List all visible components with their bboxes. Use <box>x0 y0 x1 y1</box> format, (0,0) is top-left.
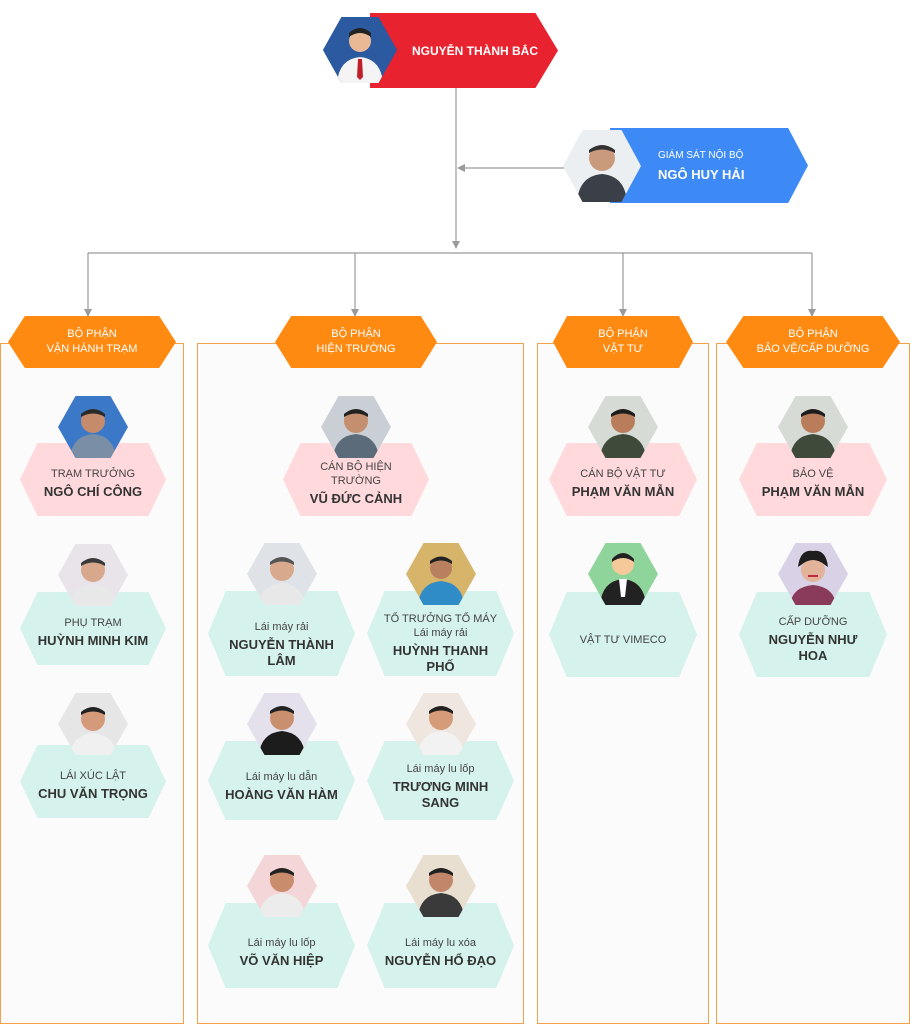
card-role: Lái máy lu xóa <box>405 937 476 949</box>
card-role: CÁN BỘ VẬT TƯ <box>580 468 666 480</box>
avatar-tram-truong <box>58 396 128 458</box>
card-nguyen-lam: Lái máy rải NGUYỄN THÀNH LÂM <box>208 591 355 676</box>
card-role: TỔ TRƯỞNG TỔ MÁY <box>383 613 498 625</box>
card-role: Lái máy lu dẫn <box>245 771 318 783</box>
card-role: Lái máy lu lốp <box>247 937 316 949</box>
card-role: BẢO VỆ <box>792 468 834 480</box>
card-name: VŨ ĐỨC CẢNH <box>309 491 403 506</box>
dept-label: BỘ PHẬN <box>788 328 838 340</box>
dept-operations: BỘ PHẬN VẬN HÀNH TRẠM <box>8 316 176 368</box>
dept-label: HIỆN TRƯỜNG <box>316 343 396 355</box>
card-cap-duong: CẤP DƯỠNG NGUYỄN NHƯ HOA <box>739 592 887 677</box>
person-photo-icon <box>778 543 848 605</box>
card-nguyen-dao: Lái máy lu xóa NGUYỄN HỔ ĐẠO <box>367 903 514 988</box>
dept-label: BỘ PHẬN <box>67 328 117 340</box>
card-role: LÁI XÚC LẬT <box>59 770 127 782</box>
card-role: VẬT TƯ VIMECO <box>579 633 667 646</box>
person-photo-icon <box>58 396 128 458</box>
card-role: CÁN BỘ HIỆN TRƯỜNG <box>320 461 392 487</box>
person-photo-icon <box>588 396 658 458</box>
card-role: CẤP DƯỠNG <box>778 616 848 628</box>
card-role: Lái máy lu lốp <box>406 763 475 775</box>
dept-label: BẢO VỆ/CẤP DƯỠNG <box>756 343 870 355</box>
dept-label: VẬN HÀNH TRẠM <box>46 343 138 355</box>
director-avatar <box>323 17 397 83</box>
card-name: TRƯƠNG MINH SANG <box>392 779 489 810</box>
card-vimeco: VẬT TƯ VIMECO <box>549 592 697 677</box>
avatar-bao-ve <box>778 396 848 458</box>
card-name: PHẠM VĂN MẪN <box>571 484 675 499</box>
dept-label: VẬT TƯ <box>602 343 644 355</box>
card-name: VÕ VĂN HIỆP <box>239 953 324 968</box>
director-photo-icon <box>323 17 397 83</box>
card-name: CHU VĂN TRỌNG <box>38 786 148 801</box>
card-lai-xuc: LÁI XÚC LẬT CHU VĂN TRỌNG <box>20 745 166 818</box>
avatar-can-bo-vt <box>588 396 658 458</box>
card-role: PHỤ TRẠM <box>64 617 122 629</box>
card-name: HUỲNH MINH KIM <box>37 633 149 648</box>
card-vo-hiep: Lái máy lu lốp VÕ VĂN HIỆP <box>208 903 355 988</box>
dept-label: BỘ PHẬN <box>598 328 648 340</box>
dept-label: BỘ PHẬN <box>331 328 381 340</box>
director-name: NGUYỄN THÀNH BẮC <box>412 43 538 58</box>
card-name: HOÀNG VĂN HÀM <box>225 787 338 802</box>
card-to-truong: TỔ TRƯỞNG TỔ MÁY Lái máy rải HUỲNH THANH… <box>367 591 514 676</box>
person-photo-icon <box>778 396 848 458</box>
card-name: NGUYỄN NHƯ HOA <box>768 632 858 663</box>
supervisor-role: GIÁM SÁT NỘI BỘ <box>658 149 744 161</box>
card-name: NGÔ CHÍ CÔNG <box>43 484 143 499</box>
user-silhouette-icon <box>588 543 658 605</box>
avatar-cap-duong <box>778 543 848 605</box>
card-name: NGUYỄN HỔ ĐẠO <box>384 953 497 968</box>
person-photo-icon <box>563 130 641 202</box>
dept-materials: BỘ PHẬN VẬT TƯ <box>553 316 693 368</box>
supervisor-name: NGÔ HUY HẢI <box>658 166 745 182</box>
supervisor-avatar <box>563 130 641 202</box>
card-can-bo-ht: CÁN BỘ HIỆN TRƯỜNG VŨ ĐỨC CẢNH <box>283 443 429 516</box>
card-role: TRẠM TRƯỞNG <box>50 468 135 480</box>
supervisor-banner: GIÁM SÁT NỘI BỘ NGÔ HUY HẢI <box>610 128 808 203</box>
dept-security: BỘ PHẬN BẢO VỆ/CẤP DƯỠNG <box>726 316 900 368</box>
card-name: PHẠM VĂN MẪN <box>761 484 865 499</box>
avatar-vimeco <box>588 543 658 605</box>
card-role: Lái máy rải <box>254 621 309 633</box>
dept-field: BỘ PHẬN HIỆN TRƯỜNG <box>275 316 437 368</box>
director-banner: NGUYỄN THÀNH BẮC <box>370 13 558 88</box>
card-name: HUỲNH THANH PHỐ <box>392 643 489 674</box>
card-name: NGUYỄN THÀNH LÂM <box>229 637 334 668</box>
card-role: Lái máy rải <box>413 627 468 639</box>
